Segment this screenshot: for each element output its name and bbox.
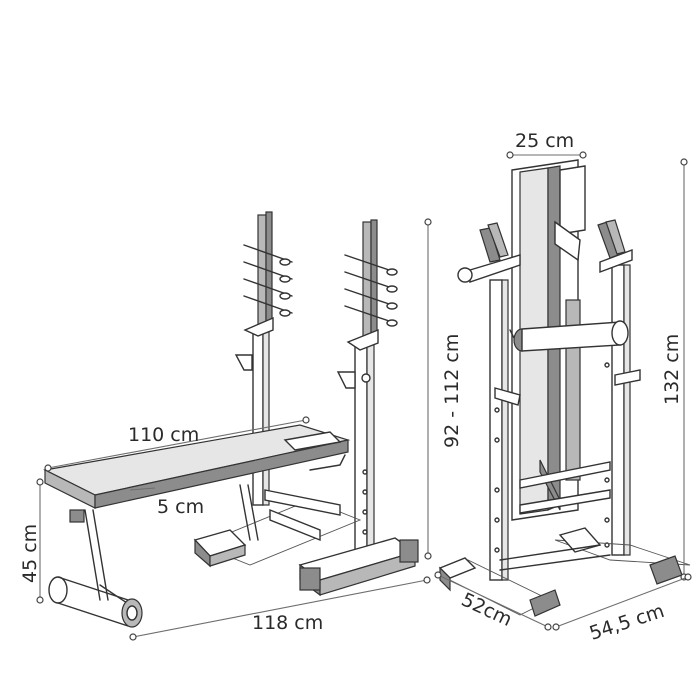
- bench-side-view-icon: 110 cm 5 cm 45 cm 118 cm 92 - 112 cm: [19, 211, 463, 641]
- rear-left-upright: [234, 211, 293, 506]
- rear-left-plate-pegs: [243, 211, 293, 337]
- bench-front-view-icon: 25 cm 132 cm 52cm 54,5 cm: [434, 130, 692, 645]
- dim-bench-length: 110 cm: [44, 416, 310, 472]
- total-height-label: 132 cm: [661, 334, 683, 405]
- front-base: [438, 527, 691, 617]
- dim-bench-offset: 5 cm: [129, 487, 204, 518]
- front-left-upright: [457, 222, 521, 581]
- bench-length-label: 110 cm: [128, 424, 199, 446]
- dim-base-width: 54,5 cm: [552, 573, 692, 645]
- dim-top-width: 25 cm: [506, 130, 587, 159]
- dim-total-length: 118 cm: [129, 576, 431, 641]
- bench-pad: [43, 424, 351, 509]
- leg-roller: [513, 320, 629, 352]
- bench-height-label: 45 cm: [19, 524, 41, 583]
- front-right-upright: [336, 219, 398, 556]
- dim-rack-height: 92 - 112 cm: [424, 218, 463, 560]
- base-width-label: 54,5 cm: [587, 600, 667, 645]
- rack-base: [193, 489, 419, 597]
- front-right-upright-2: [597, 219, 641, 556]
- total-length-label: 118 cm: [252, 612, 323, 634]
- rack-height-label: 92 - 112 cm: [441, 334, 463, 448]
- dim-bench-height: 45 cm: [19, 478, 44, 604]
- front-right-plate-pegs: [344, 219, 398, 351]
- dim-total-height: 132 cm: [661, 158, 688, 581]
- base-depth-label: 52cm: [458, 589, 515, 631]
- bench-frame: [48, 454, 346, 628]
- top-width-label: 25 cm: [515, 130, 574, 152]
- bench-offset-label: 5 cm: [157, 496, 204, 518]
